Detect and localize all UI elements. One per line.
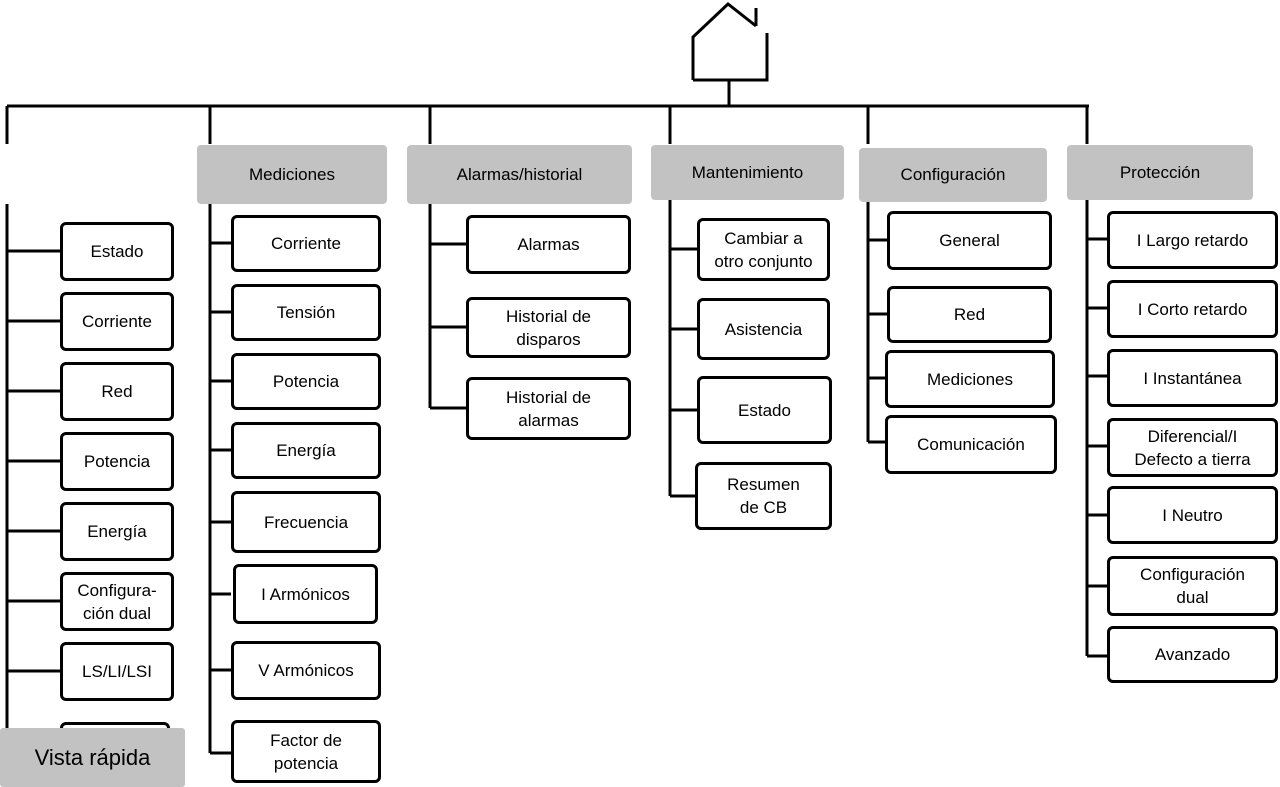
- proteccion-item-i-corto-retardo[interactable]: I Corto retardo: [1107, 280, 1278, 338]
- proteccion-item-diferencial[interactable]: Diferencial/I Defecto a tierra: [1107, 418, 1278, 477]
- mediciones-item-tension[interactable]: Tensión: [231, 284, 381, 341]
- house-icon: [691, 2, 769, 82]
- mediciones-item-corriente[interactable]: Corriente: [231, 215, 381, 272]
- mediciones-item-v-armonicos[interactable]: V Armónicos: [231, 641, 381, 700]
- mantenimiento-item-resumen-cb[interactable]: Resumen de CB: [695, 462, 832, 530]
- proteccion-item-avanzado[interactable]: Avanzado: [1107, 626, 1278, 683]
- proteccion-item-i-largo-retardo[interactable]: I Largo retardo: [1107, 211, 1278, 269]
- proteccion-item-i-neutro[interactable]: I Neutro: [1107, 486, 1278, 544]
- header-mediciones[interactable]: Mediciones: [197, 145, 387, 204]
- alarmas-item-alarmas[interactable]: Alarmas: [466, 215, 631, 274]
- header-proteccion[interactable]: Protección: [1067, 145, 1253, 200]
- vista-item-energia[interactable]: Energía: [60, 502, 174, 561]
- vista-item-estado[interactable]: Estado: [60, 222, 174, 281]
- proteccion-item-configuracion-dual[interactable]: Configuración dual: [1107, 556, 1278, 616]
- vista-item-corriente[interactable]: Corriente: [60, 292, 174, 351]
- mediciones-item-potencia[interactable]: Potencia: [231, 353, 381, 410]
- mediciones-item-energia[interactable]: Energía: [231, 422, 381, 479]
- proteccion-item-i-instantanea[interactable]: I Instantánea: [1107, 349, 1278, 407]
- vista-item-red[interactable]: Red: [60, 362, 174, 421]
- alarmas-item-historial-alarmas[interactable]: Historial de alarmas: [466, 377, 631, 440]
- mediciones-item-frecuencia[interactable]: Frecuencia: [231, 491, 381, 553]
- configuracion-item-mediciones[interactable]: Mediciones: [885, 350, 1055, 408]
- configuracion-item-general[interactable]: General: [887, 211, 1052, 270]
- vista-item-ls-li-lsi[interactable]: LS/LI/LSI: [60, 642, 174, 701]
- vista-item-configuracion-dual[interactable]: Configura- ción dual: [60, 572, 174, 631]
- header-mantenimiento[interactable]: Mantenimiento: [651, 145, 844, 200]
- header-alarmas-historial[interactable]: Alarmas/historial: [407, 145, 632, 204]
- configuracion-item-comunicacion[interactable]: Comunicación: [885, 415, 1057, 474]
- mantenimiento-item-cambiar-conjunto[interactable]: Cambiar a otro conjunto: [697, 218, 830, 281]
- vista-item-potencia[interactable]: Potencia: [60, 432, 174, 491]
- configuracion-item-red[interactable]: Red: [887, 286, 1052, 343]
- mantenimiento-item-asistencia[interactable]: Asistencia: [697, 298, 830, 360]
- header-configuracion[interactable]: Configuración: [859, 148, 1047, 202]
- mantenimiento-item-estado[interactable]: Estado: [697, 376, 832, 444]
- alarmas-item-historial-disparos[interactable]: Historial de disparos: [466, 297, 631, 358]
- mediciones-item-factor-potencia[interactable]: Factor de potencia: [231, 720, 381, 783]
- mediciones-item-i-armonicos[interactable]: I Armónicos: [233, 564, 378, 624]
- quick-view-label[interactable]: Vista rápida: [0, 728, 185, 787]
